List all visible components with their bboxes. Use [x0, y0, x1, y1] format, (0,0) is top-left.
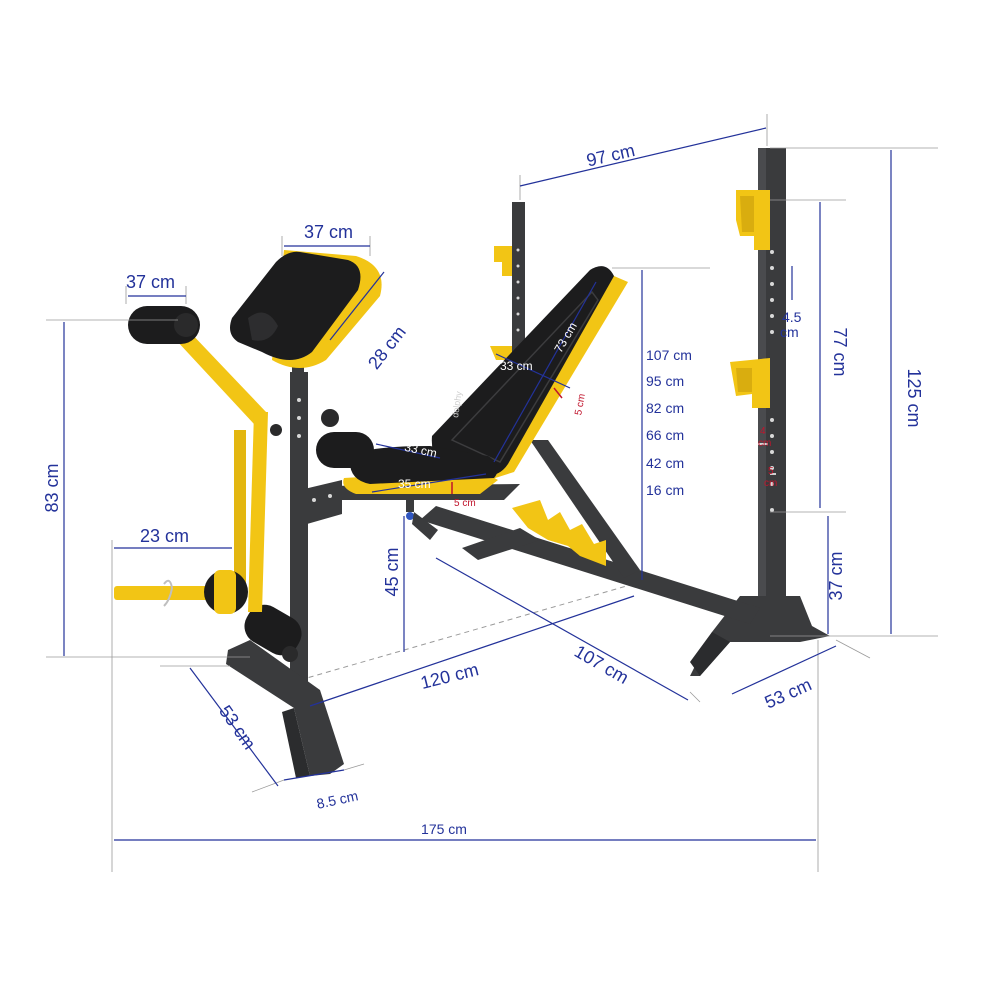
label-seat-length: 35 cm: [398, 477, 431, 491]
label-hook-span: 77 cm: [830, 327, 850, 376]
leg-arm-lower: [248, 412, 268, 612]
dim-line-bench-foot: [189, 667, 279, 787]
dim-line-curl-pad-length: [329, 271, 385, 341]
backrest-position-3: 82 cm: [646, 400, 684, 416]
dim-line-bench-length: [309, 595, 635, 707]
backrest-position-1: 107 cm: [646, 347, 692, 363]
rack-left-post-holes: [516, 248, 520, 332]
dimension-lines: [63, 127, 892, 841]
front-post: [290, 372, 308, 688]
dim-line-foot-width: [283, 769, 345, 781]
rack-back-foot: [462, 528, 540, 560]
floor-guide-line: [299, 584, 631, 681]
bench-front-foot: [226, 640, 344, 776]
spring-collar: [163, 579, 174, 607]
backrest-position-6: 16 cm: [646, 482, 684, 498]
red-detail-marks: [451, 387, 776, 494]
label-rack-depth: 107 cm: [571, 641, 632, 688]
rack-left-safety-hook: [490, 346, 512, 360]
curl-pad-top: [230, 251, 361, 360]
rack-left-j-hook: [494, 246, 512, 276]
label-seat-height: 45 cm: [382, 547, 402, 596]
extension-lines: [46, 114, 938, 872]
seat: [300, 446, 520, 540]
leg-arm-upper: [176, 330, 266, 424]
label-bench-foot: 53 cm: [215, 702, 260, 754]
seat-pad: [349, 446, 498, 484]
backrest-adjustment-ladder: [512, 500, 606, 566]
label-backrest-thickness: 5 cm: [573, 393, 588, 416]
label-curl-pad-length: 28 cm: [364, 322, 410, 373]
seat-leg-roller: [316, 432, 374, 468]
dim-line-rack-foot: [731, 645, 837, 695]
label-hole-spacing-unit: cm: [780, 324, 799, 340]
lower-leg-roller: [244, 604, 302, 656]
label-leg-height: 83 cm: [42, 463, 62, 512]
squat-rack: [420, 148, 830, 676]
label-seat-thickness: 5 cm: [454, 498, 476, 509]
label-curl-pad-width: 37 cm: [304, 222, 353, 242]
backrest-position-5: 42 cm: [646, 455, 684, 471]
label-foot-width: 8.5 cm: [315, 787, 359, 811]
label-rack-base: 37 cm: [826, 551, 846, 600]
dim-line-backrest-width: [495, 353, 571, 389]
label-bench-length: 120 cm: [418, 659, 480, 693]
backrest-pad: [431, 266, 614, 476]
label-post-gap-value: 5: [768, 466, 774, 477]
label-post-hole-value: 4: [760, 426, 766, 437]
dim-line-seat-width: [375, 443, 441, 459]
adjustable-backrest: dolphy: [431, 266, 640, 578]
brand-mark: dolphy: [450, 390, 464, 418]
label-plate-post: 23 cm: [140, 526, 189, 546]
label-rack-height: 125 cm: [904, 368, 924, 427]
dim-line-seat-length: [371, 473, 487, 493]
label-seat-width: 33 cm: [403, 440, 438, 460]
leg-extension-arm: [114, 306, 268, 614]
front-post-bracket: [300, 480, 342, 526]
dim-line-rack-depth: [435, 557, 689, 701]
label-hole-spacing-value: 4.5: [782, 309, 802, 325]
label-overall-length: 175 cm: [421, 821, 467, 837]
backrest-position-4: 66 cm: [646, 427, 684, 443]
label-post-gap-unit: cm: [764, 478, 777, 489]
dim-line-backrest-length: [493, 281, 597, 463]
backrest-position-list: 107 cm 95 cm 82 cm 66 cm 42 cm 16 cm: [646, 347, 692, 498]
rack-right-post-holes: [770, 250, 774, 512]
label-backrest-width: 33 cm: [500, 359, 533, 373]
label-rack-foot: 53 cm: [762, 674, 815, 712]
backrest-position-2: 95 cm: [646, 373, 684, 389]
label-post-hole-unit: cm: [758, 438, 771, 449]
label-rack-width: 97 cm: [585, 140, 637, 171]
dim-line-rack-width: [519, 127, 767, 187]
front-frame: [226, 372, 374, 778]
seat-knob: [406, 512, 414, 520]
label-leg-roller: 37 cm: [126, 272, 175, 292]
preacher-curl-pad: [230, 250, 382, 386]
backrest-strut: [530, 440, 640, 578]
dimension-labels: 97 cm 125 cm 77 cm 37 cm 4.5 cm 53 cm 10…: [42, 140, 924, 837]
front-adjustment-knob: [321, 409, 339, 427]
